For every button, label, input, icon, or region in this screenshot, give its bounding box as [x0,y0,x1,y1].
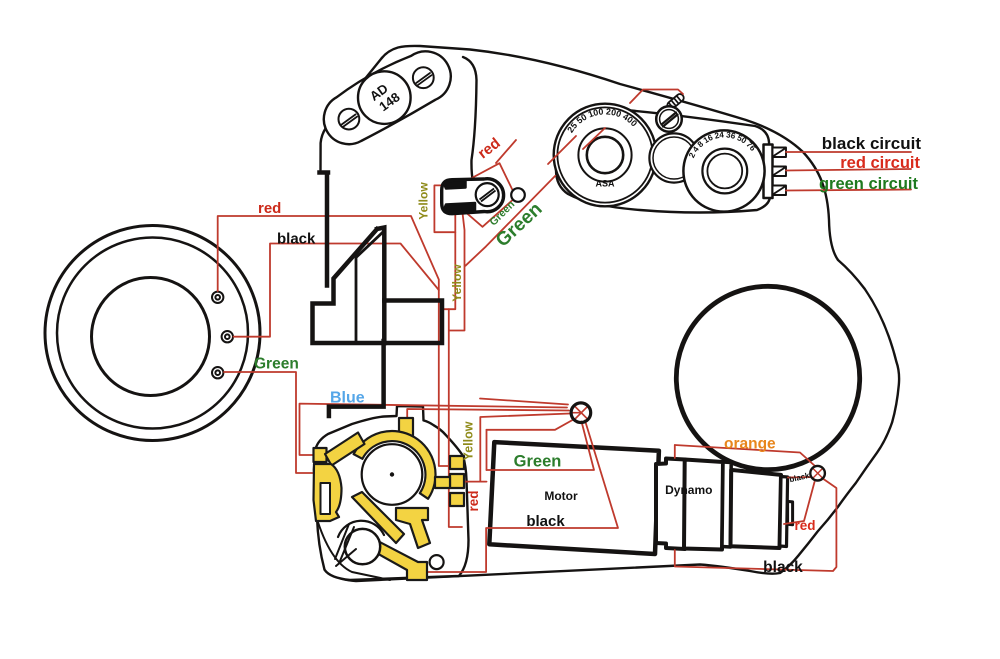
svg-text:Blue: Blue [330,390,365,407]
svg-text:orange: orange [724,436,776,453]
svg-text:red circuit: red circuit [840,154,920,172]
svg-text:red: red [258,200,281,217]
svg-text:Yellow: Yellow [462,421,476,460]
svg-text:black circuit: black circuit [822,134,922,153]
svg-text:green circuit: green circuit [819,175,919,193]
svg-text:black: black [277,231,316,248]
svg-text:Yellow: Yellow [450,264,464,302]
svg-text:Dynamo: Dynamo [665,483,712,497]
svg-text:red: red [466,490,481,511]
svg-text:Yellow: Yellow [417,182,431,220]
svg-text:black: black [763,559,803,576]
svg-text:black: black [526,513,565,530]
svg-text:Motor: Motor [544,489,578,503]
svg-text:Green: Green [514,453,562,471]
svg-text:red: red [794,518,815,533]
svg-text:ASA: ASA [595,179,615,189]
svg-text:Green: Green [254,356,299,373]
